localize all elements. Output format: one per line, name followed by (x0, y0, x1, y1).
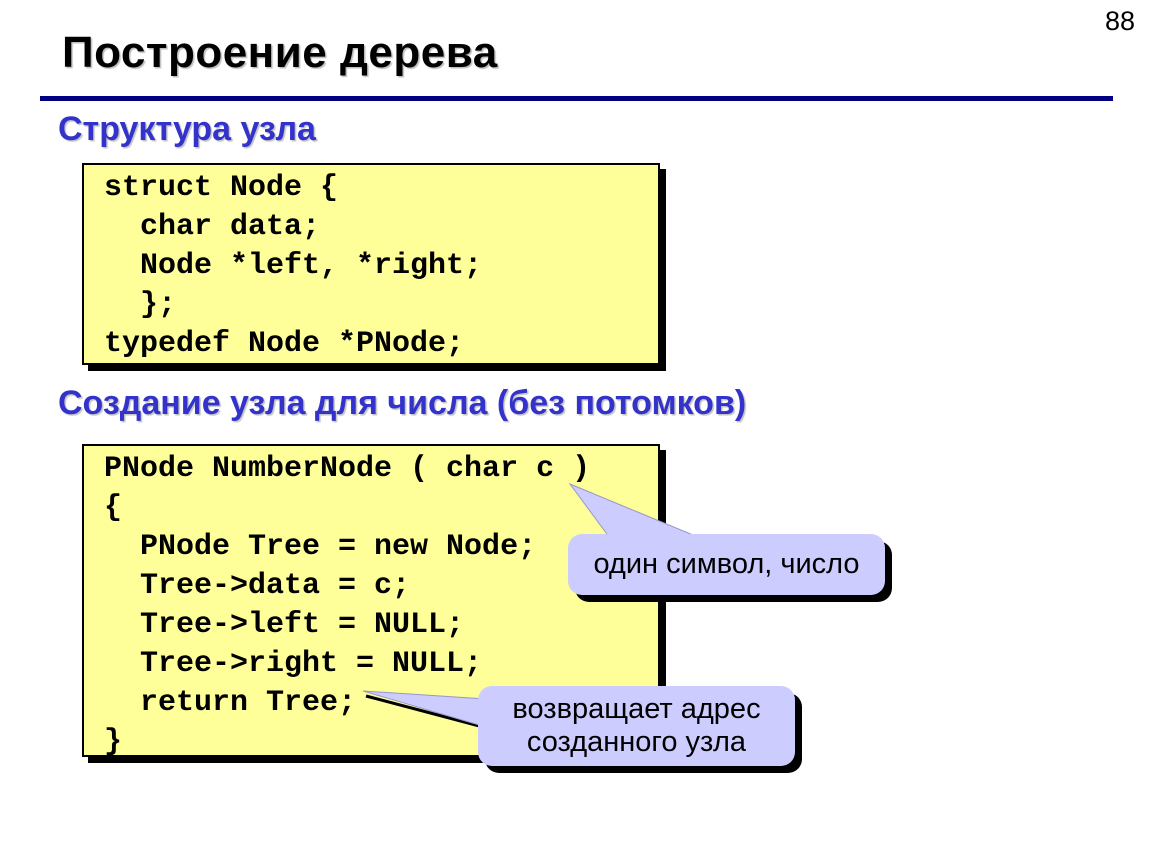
section-heading-create-node: Создание узла для числа (без потомков) (58, 384, 747, 422)
callout-returns-address: возвращает адрес созданного узла (478, 686, 795, 766)
page-number: 88 (1104, 6, 1135, 36)
code-text-struct-node: struct Node { char data; Node *left, *ri… (104, 171, 483, 361)
callout-one-symbol: один символ, число (568, 534, 885, 595)
code-text-numbernode: PNode NumberNode ( char c ) { PNode Tree… (104, 452, 591, 759)
callout-returns-address-text: возвращает адрес созданного узла (512, 693, 761, 758)
page-title: Построение дерева (62, 28, 498, 77)
code-box-struct-node: struct Node { char data; Node *left, *ri… (82, 163, 660, 365)
section-heading-node-structure: Структура узла (58, 110, 316, 148)
title-divider (40, 96, 1113, 101)
callout-one-symbol-text: один символ, число (593, 548, 860, 580)
